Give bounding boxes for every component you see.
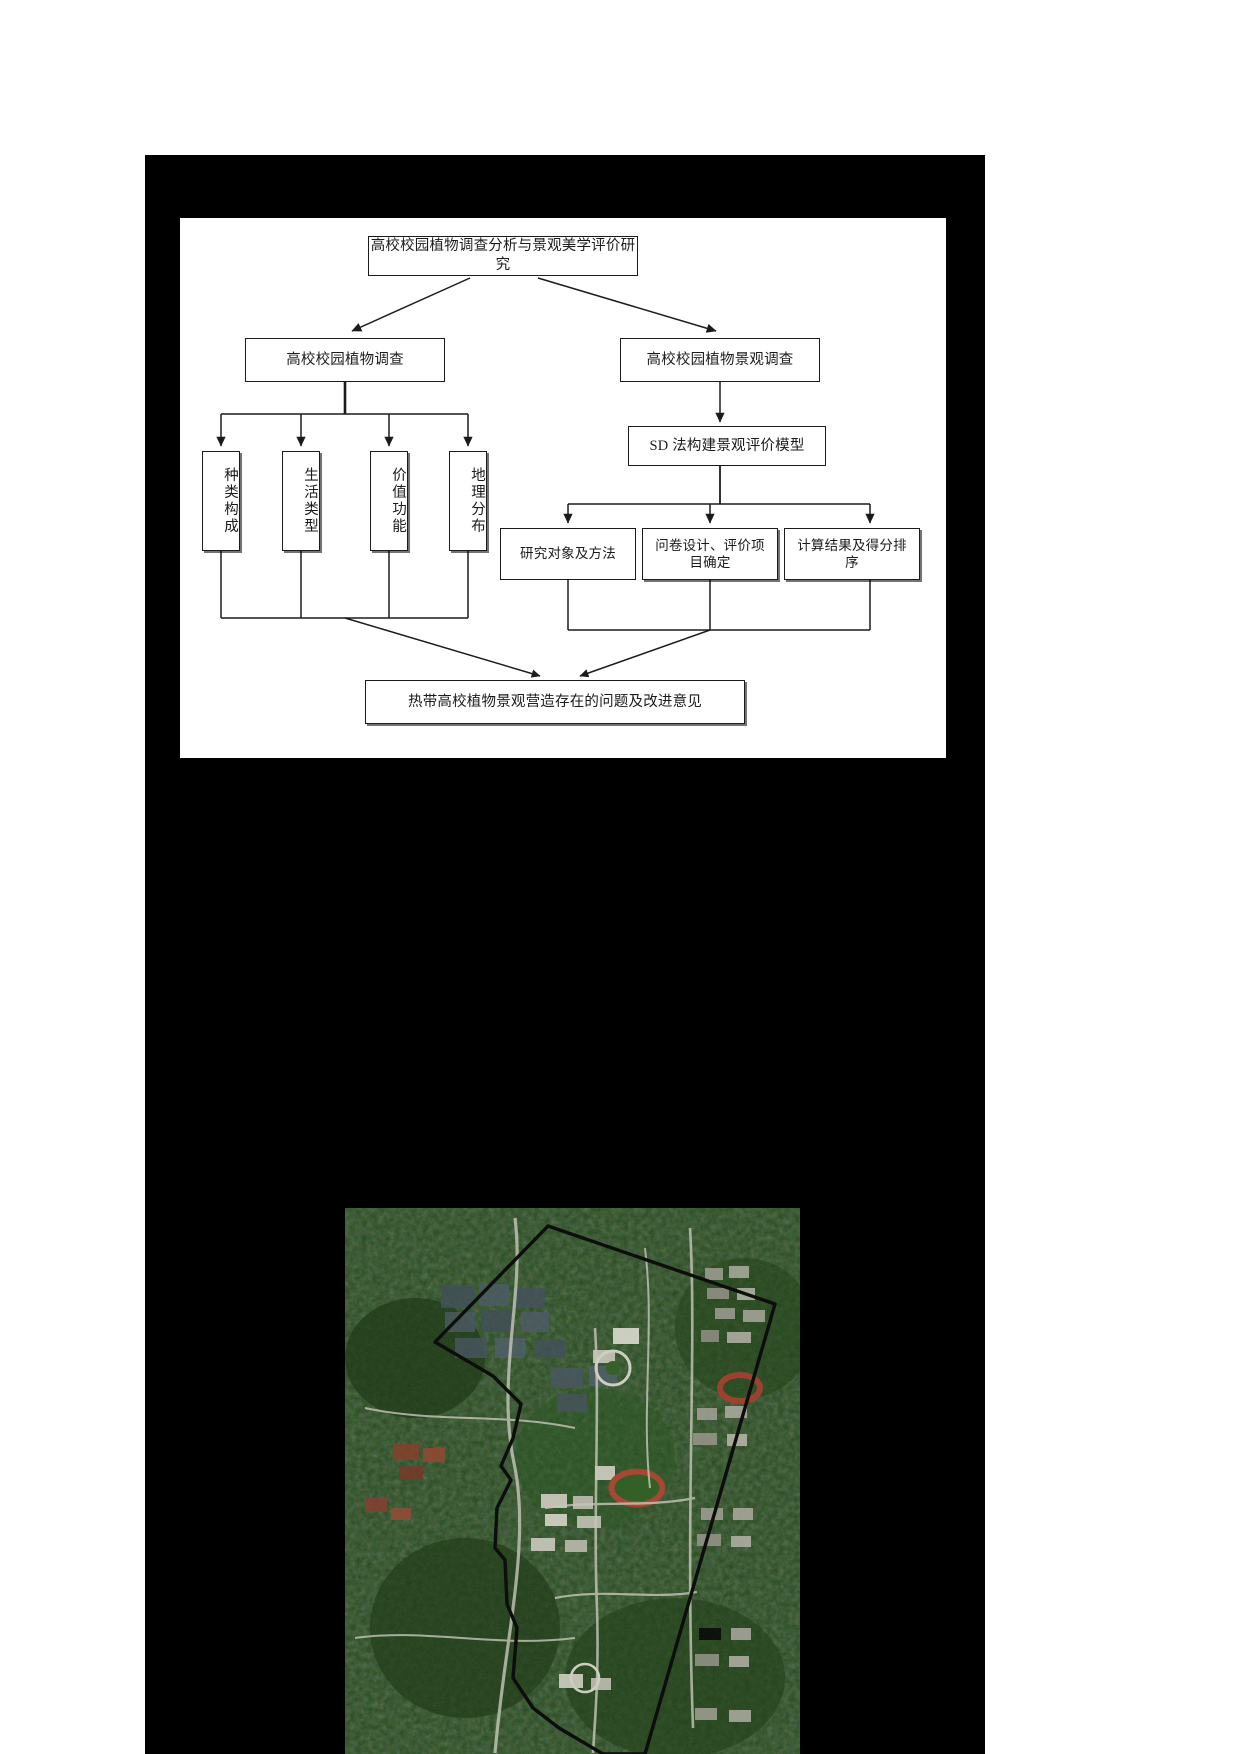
flow-node-research-subject-method: 研究对象及方法 [500, 528, 636, 580]
flow-node-title-label: 高校校园植物调查分析与景观美学评价研究 [370, 238, 636, 273]
flow-node-conclusion: 热带高校植物景观营造存在的问题及改进意见 [365, 680, 745, 724]
flow-node-calculation-ranking-label: 计算结果及得分排序 [797, 537, 907, 570]
flow-node-leaf-life-form: 生活类型 [282, 451, 320, 551]
flowchart-figure-panel: 高校校园植物调查分析与景观美学评价研究 高校校园植物调查 高校校园植物景观调查 … [180, 218, 946, 758]
flow-node-questionnaire-design: 问卷设计、评价项目确定 [642, 528, 778, 580]
flow-node-branch-right: 高校校园植物景观调查 [620, 338, 820, 382]
campus-boundary-outline [433, 1224, 777, 1754]
flow-node-title: 高校校园植物调查分析与景观美学评价研究 [368, 236, 638, 276]
flow-node-leaf-value-function-label: 价值功能 [390, 467, 406, 535]
flow-node-branch-left-label: 高校校园植物调查 [286, 351, 404, 368]
flow-node-branch-left: 高校校园植物调查 [245, 338, 445, 382]
flow-node-leaf-value-function: 价值功能 [370, 451, 408, 551]
flow-node-branch-right-label: 高校校园植物景观调查 [646, 351, 794, 368]
flow-node-leaf-geographic-distribution: 地理分布 [449, 451, 487, 551]
flow-node-leaf-species-composition-label: 种类构成 [222, 467, 238, 535]
flow-node-calculation-ranking: 计算结果及得分排序 [784, 528, 920, 580]
flow-node-sd-model: SD 法构建景观评价模型 [628, 426, 826, 466]
flow-node-leaf-species-composition: 种类构成 [202, 451, 240, 551]
flow-node-research-subject-method-label: 研究对象及方法 [520, 546, 616, 562]
flow-node-questionnaire-design-label: 问卷设计、评价项目确定 [655, 537, 765, 570]
flow-node-leaf-geographic-distribution-label: 地理分布 [469, 467, 485, 535]
flow-node-leaf-life-form-label: 生活类型 [302, 467, 318, 535]
flow-node-sd-model-label: SD 法构建景观评价模型 [649, 437, 805, 454]
flow-node-conclusion-label: 热带高校植物景观营造存在的问题及改进意见 [408, 693, 702, 710]
campus-aerial-photo [345, 1208, 800, 1754]
flowchart-connectors [216, 277, 875, 678]
